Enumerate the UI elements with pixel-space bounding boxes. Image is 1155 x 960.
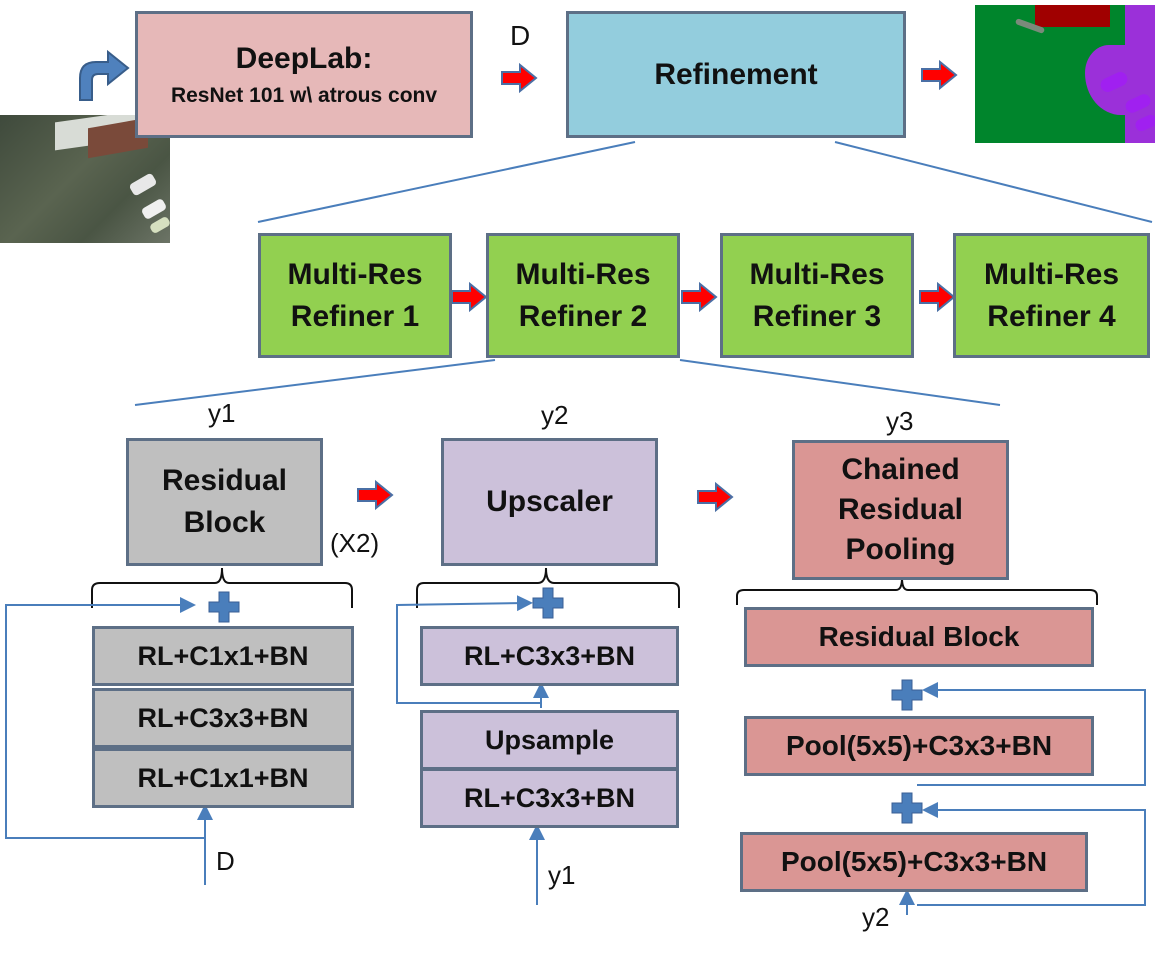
- col2-input-label: y1: [548, 860, 576, 890]
- arrow-deeplab-to-refinement: [501, 64, 537, 92]
- deeplab-box: DeepLab: ResNet 101 w\ atrous conv: [135, 11, 473, 138]
- refiner-3-line1: Multi-Res: [749, 257, 885, 291]
- col3-layer-1: Residual Block: [744, 607, 1094, 667]
- col3-input-label: y2: [862, 902, 890, 932]
- refiner-3-box: Multi-Res Refiner 3: [720, 233, 914, 358]
- upscaler-box: Upscaler: [441, 438, 658, 566]
- col1-layer-3-label: RL+C1x1+BN: [137, 762, 309, 793]
- col1-layer-1: RL+C1x1+BN: [92, 626, 354, 686]
- residual-block-line2: Block: [183, 506, 266, 539]
- col2-layer-2-label: Upsample: [484, 724, 615, 755]
- arrow-refinement-to-output: [921, 61, 957, 89]
- plus-col1: [208, 591, 240, 623]
- crp-line2: Residual: [837, 493, 964, 526]
- col2-layer-3: RL+C3x3+BN: [420, 768, 679, 828]
- refiner-2-box: Multi-Res Refiner 2: [486, 233, 680, 358]
- col1-y-label: y1: [208, 398, 236, 428]
- refiner-1-line2: Refiner 1: [290, 299, 420, 333]
- crp-box: Chained Residual Pooling: [792, 440, 1009, 580]
- d-label-top: D: [510, 20, 531, 51]
- plus-col2: [532, 587, 564, 619]
- refiner-4-line1: Multi-Res: [984, 257, 1119, 291]
- plus-col3-a: [891, 679, 923, 711]
- refiner-2-line2: Refiner 2: [518, 299, 648, 333]
- refiner-4-line2: Refiner 4: [987, 299, 1116, 333]
- refinement-box: Refinement: [566, 11, 906, 138]
- col3-y-label: y3: [886, 406, 914, 436]
- refinement-label: Refinement: [654, 57, 818, 91]
- residual-block-box: Residual Block: [126, 438, 323, 566]
- col1-input-label: D: [216, 846, 235, 876]
- col2-layer-2: Upsample: [420, 710, 679, 770]
- col3-layer-3: Pool(5x5)+C3x3+BN: [740, 832, 1088, 892]
- segmentation-output-image: [975, 5, 1155, 143]
- crp-line3: Pooling: [845, 533, 956, 566]
- col1-layer-2-label: RL+C3x3+BN: [137, 702, 309, 733]
- col2-y-label: y2: [541, 400, 569, 430]
- refiner-4-box: Multi-Res Refiner 4: [953, 233, 1150, 358]
- upscaler-label: Upscaler: [486, 485, 613, 518]
- col3-layer-1-label: Residual Block: [818, 621, 1020, 653]
- refiner-1-box: Multi-Res Refiner 1: [258, 233, 452, 358]
- refiner-2-line1: Multi-Res: [515, 257, 651, 291]
- col3-layer-2-label: Pool(5x5)+C3x3+BN: [785, 730, 1053, 762]
- curved-input-arrow: [79, 49, 130, 101]
- col2-layer-3-label: RL+C3x3+BN: [463, 782, 636, 813]
- col2-layer-1-label: RL+C3x3+BN: [463, 640, 636, 671]
- refiner-1-line1: Multi-Res: [287, 257, 423, 291]
- repeat-label: (X2): [330, 528, 380, 558]
- residual-block-line1: Residual: [161, 464, 288, 497]
- col3-layer-3-label: Pool(5x5)+C3x3+BN: [780, 846, 1048, 878]
- deeplab-subtitle: ResNet 101 w\ atrous conv: [170, 83, 438, 107]
- col1-layer-3: RL+C1x1+BN: [92, 748, 354, 808]
- col1-layer-2: RL+C3x3+BN: [92, 688, 354, 748]
- col2-layer-1: RL+C3x3+BN: [420, 626, 679, 686]
- plus-col3-b: [891, 792, 923, 824]
- col1-layer-1-label: RL+C1x1+BN: [137, 640, 309, 671]
- crp-line1: Chained: [841, 453, 960, 486]
- refiner-3-line2: Refiner 3: [752, 299, 882, 333]
- col3-layer-2: Pool(5x5)+C3x3+BN: [744, 716, 1094, 776]
- deeplab-title: DeepLab:: [235, 41, 373, 75]
